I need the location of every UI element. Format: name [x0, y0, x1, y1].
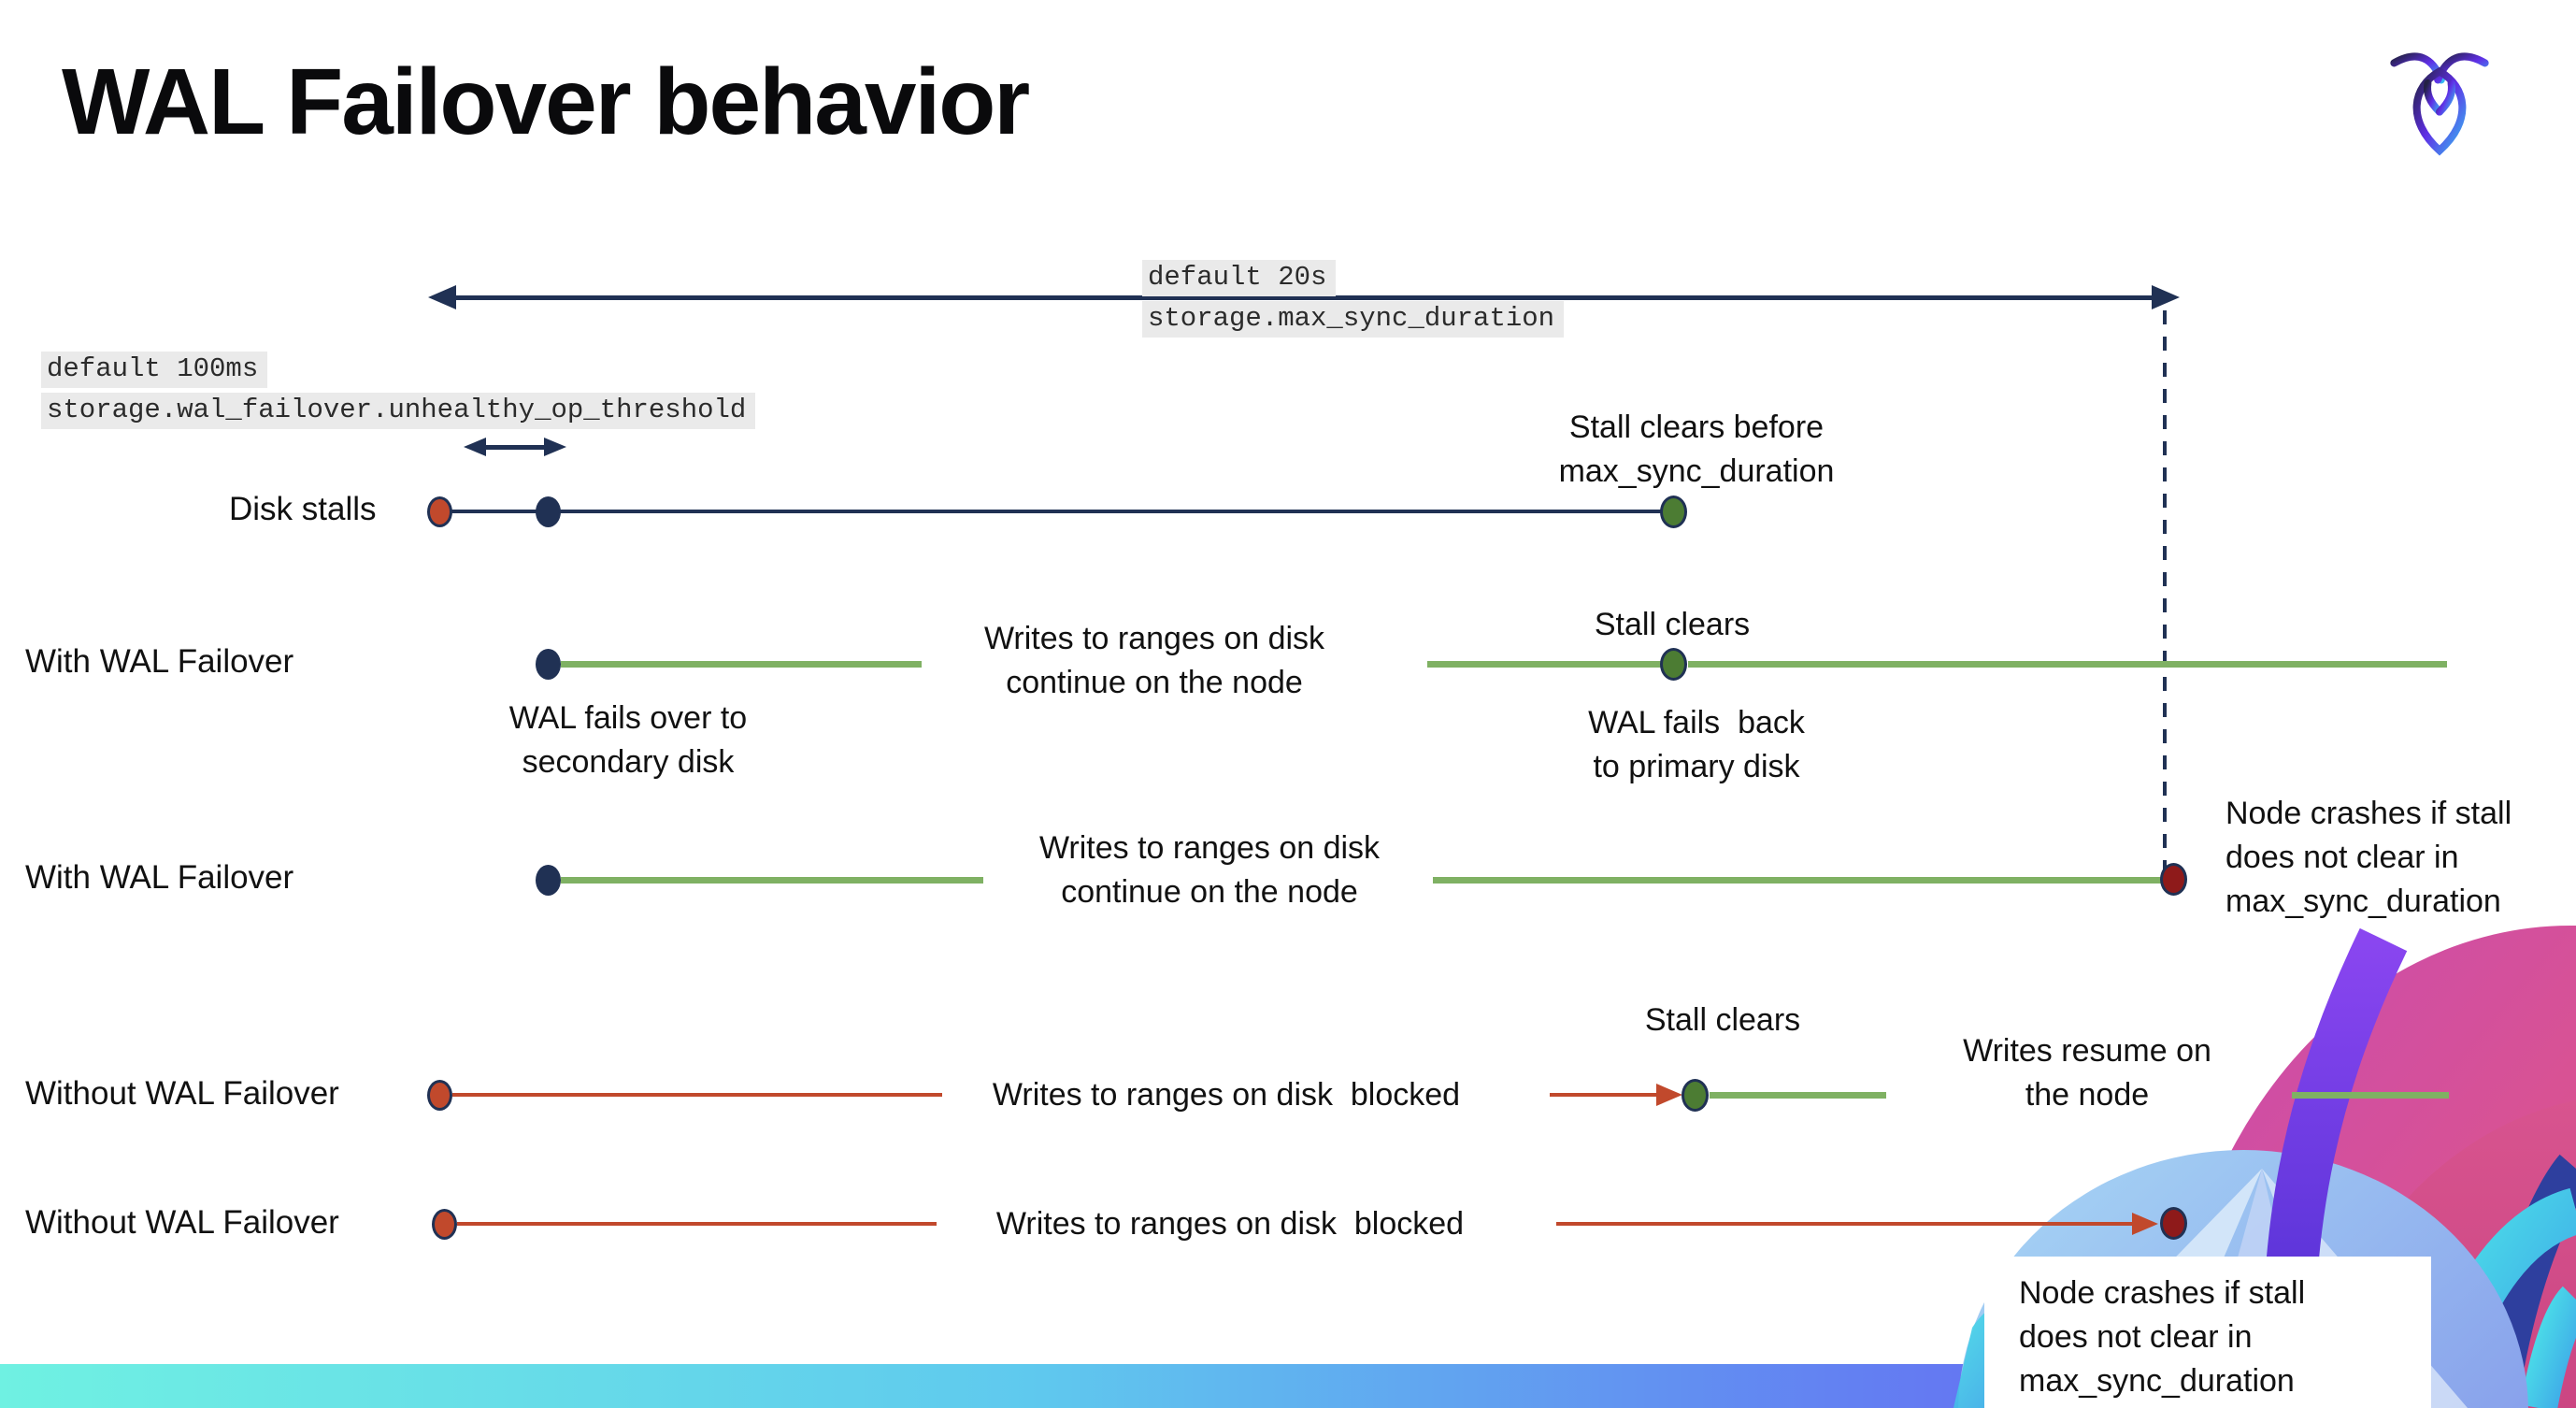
blocked-writes-line [1550, 1093, 1667, 1097]
fails-back-note: WAL fails back to primary disk [1588, 705, 1805, 784]
stall-clears-before-note: Stall clears before max_sync_duration [1558, 409, 1835, 489]
row-label-without-wal-failover-1: Without WAL Failover [25, 1075, 339, 1112]
writes-continue-note: Writes to ranges on disk continue on the… [983, 621, 1325, 700]
crash-caption-box [1984, 1257, 2431, 1408]
blocked-writes-line [1556, 1222, 2139, 1226]
failover-dot [536, 649, 561, 680]
stall-clears-dot [1682, 1079, 1709, 1112]
threshold-dot [536, 496, 561, 527]
stall-start-dot [427, 496, 452, 527]
max-sync-default-label: default 20s [1142, 260, 1337, 296]
stall-clears-dot [1660, 496, 1687, 528]
row-label-with-wal-failover-2: With WAL Failover [25, 859, 294, 896]
healthy-writes-line [1427, 661, 1661, 668]
writes-blocked-note: Writes to ranges on disk blocked [992, 1077, 1461, 1113]
arrow-right-head [2152, 285, 2180, 309]
unhealthy-op-setting-name: storage.wal_failover.unhealthy_op_thresh… [41, 393, 756, 429]
fails-over-note: WAL fails over to secondary disk [508, 700, 748, 780]
max-sync-duration-span-arrow [428, 285, 2180, 309]
resumed-writes-line [1710, 1092, 1886, 1099]
stall-start-dot [432, 1209, 457, 1240]
resumed-writes-line [2292, 1092, 2449, 1099]
arrow-line [449, 295, 2159, 300]
stall-clears-dot [1660, 648, 1687, 681]
timeline-line [439, 510, 1673, 513]
node-crash-dot [2160, 863, 2187, 896]
arrow-right-head [544, 438, 566, 456]
row-label-disk-stalls: Disk stalls [229, 491, 377, 527]
row-label-with-wal-failover-1: With WAL Failover [25, 643, 294, 680]
blocked-arrow-head [2132, 1213, 2158, 1235]
healthy-writes-line [561, 661, 922, 668]
healthy-writes-line [1688, 661, 2447, 668]
writes-blocked-note: Writes to ranges on disk blocked [995, 1206, 1465, 1242]
max-sync-setting-name: storage.max_sync_duration [1142, 301, 1565, 338]
arrow-line [479, 445, 551, 450]
node-crashes-note: Node crashes if stall does not clear in … [2225, 796, 2512, 919]
blocked-writes-line [457, 1222, 937, 1226]
max-sync-deadline-dashed-line [2163, 310, 2167, 881]
failover-dot [536, 865, 561, 896]
cockroachdb-logo-icon [2390, 52, 2489, 156]
stall-clears-label: Stall clears [1644, 1002, 1801, 1038]
blocked-writes-line [452, 1093, 942, 1097]
blocked-arrow-head [1656, 1084, 1682, 1106]
page-title: WAL Failover behavior [62, 50, 1030, 154]
unhealthy-op-default-label: default 100ms [41, 352, 268, 388]
stall-start-dot [427, 1080, 452, 1111]
node-crash-dot [2160, 1207, 2187, 1240]
node-crashes-note: Node crashes if stall does not clear in … [2019, 1275, 2306, 1399]
writes-continue-note: Writes to ranges on disk continue on the… [1038, 830, 1381, 910]
stall-clears-label: Stall clears [1594, 607, 1751, 642]
writes-resume-note: Writes resume on the node [1963, 1033, 2211, 1113]
healthy-writes-line [561, 877, 983, 884]
arrow-left-head [464, 438, 486, 456]
healthy-writes-line [1433, 877, 2161, 884]
threshold-span-arrow [464, 438, 566, 456]
row-label-without-wal-failover-2: Without WAL Failover [25, 1204, 339, 1241]
